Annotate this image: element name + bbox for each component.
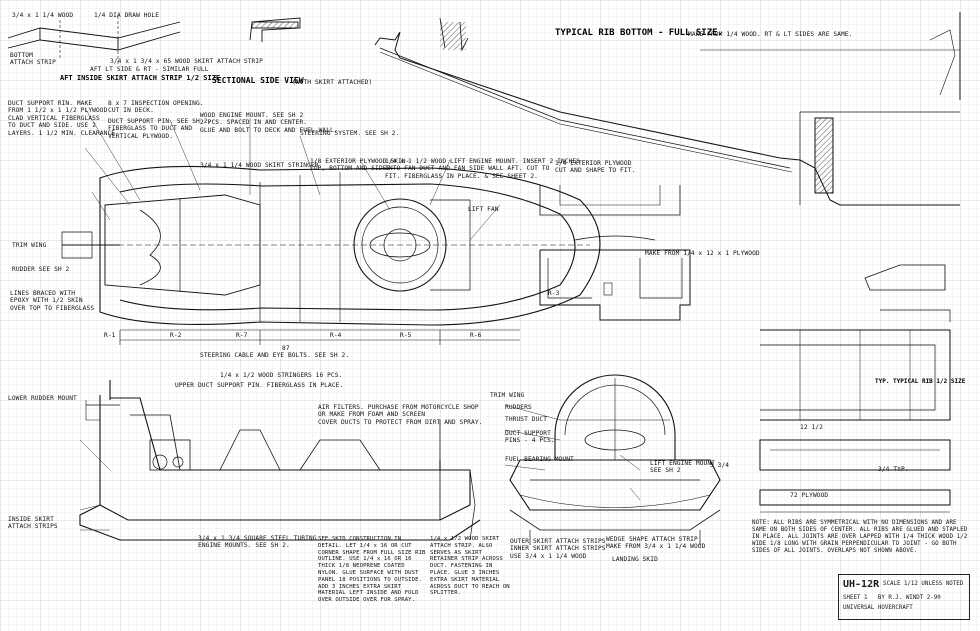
label-duct-fiberglass: LINES BRACED WITH EPOXY WITH 1/2 SKIN OV… (10, 290, 95, 312)
rib-elevation-right (759, 264, 951, 513)
rib-sections (539, 185, 691, 321)
label-duct-support-pin: DUCT SUPPORT PIN. SEE SH 2. FIBERGLASS T… (108, 118, 212, 140)
title-scale: SCALE 1/12 UNLESS NOTED (883, 581, 964, 587)
sectional-side-view-note: (WITH SKIRT ATTACHED) (292, 79, 373, 86)
front-view (509, 374, 721, 545)
label-rib-material: 1/4 EXTERIOR PLYWOOD CUT AND SHAPE TO FI… (555, 160, 636, 175)
title-company: UNIVERSAL HOVERCRAFT (843, 605, 913, 611)
sectional-side-view-heading: SECTIONAL SIDE VIEW (212, 76, 304, 85)
label-stringer-wood: 1/4 x 1/2 WOOD STRINGERS 16 PCS. (220, 372, 343, 379)
dim-r3: R-3 (548, 290, 560, 297)
dim-r2: R-2 (170, 332, 182, 339)
label-duct-support: DUCT SUPPORT RIN. MAKE FROM 1 1/2 x 1 1/… (8, 100, 116, 137)
label-steering-sys: STEERING SYSTEM. SEE SH 2. (300, 130, 400, 137)
label-skirt-attach-strip: 3/4 x 1 3/4 x 65 WOOD SKIRT ATTACH STRIP (110, 58, 264, 65)
typical-rib-heading: TYPICAL RIB BOTTOM - FULL SIZE. (555, 28, 723, 38)
label-ext-plywood: 1/8 EXTERIOR PLYWOOD SKIN- TOP, BOTTOM A… (310, 158, 410, 173)
label-lower-rudder: LOWER RUDDER MOUNT (8, 395, 77, 402)
dim-12: 12 1/2 (800, 424, 823, 431)
label-steering-cable: STEERING CABLE AND EYE BOLTS. SEE SH 2. (200, 352, 350, 359)
label-fuel-bearing: FUEL BEARING MOUNT (505, 456, 574, 463)
label-inspection-opening: 8 x 7 INSPECTION OPENING. CUT IN DECK. (108, 100, 204, 115)
label-inside-skirt: INSIDE SKIRT ATTACH STRIPS (8, 516, 58, 531)
label-top-left-wood: 3/4 x 1 1/4 WOOD (12, 12, 74, 19)
dim-typ: 3/4 TYP. (878, 466, 909, 473)
dim-r5: R-5 (400, 332, 412, 339)
label-rudders: RUDDERS (505, 404, 532, 411)
label-aft-lt-side: AFT LT SIDE & RT - SIMILAR FULL (90, 66, 209, 73)
dim-r7: R-7 (236, 332, 248, 339)
typical-rib-bottom-view (374, 12, 961, 206)
sectional-side-view (79, 380, 481, 541)
label-lift-engine-mount: 1/4 x 1 1/2 WOOD LIFT ENGINE MOUNT. INSE… (385, 158, 581, 180)
dim-52: 5 3/4 (710, 462, 730, 469)
label-trim-wing-2: TRIM WING (490, 392, 525, 399)
skirt-attach-strip-detail (7, 16, 181, 64)
skirt-strip-heading: AFT INSIDE SKIRT ATTACH STRIP 1/2 SIZE (60, 74, 221, 82)
dim-r4: R-4 (330, 332, 342, 339)
label-duct-support-pins: DUCT SUPPORT PINS - 4 PCS. (505, 430, 555, 445)
note-skid-construction: SEE SKID CONSTRUCTION IN DETAIL. LET 1/4… (318, 536, 426, 604)
title-model: UH-12R (843, 579, 880, 590)
title-block: UH-12R SCALE 1/12 UNLESS NOTED SHEET 1 B… (838, 574, 970, 620)
typical-rib-note: MAKE FROM 1/4 WOOD. RT & LT SIDES ARE SA… (688, 31, 853, 38)
label-upper-duct: UPPER DUCT SUPPORT PIN. FIBERGLASS IN PL… (175, 382, 344, 389)
label-wood-engine-mount: WOOD ENGINE MOUNT. SEE SH 2 2 PCS. SPACE… (200, 112, 338, 134)
label-thrust-duct: THRUST DUCT (505, 416, 548, 423)
label-landing-skid: LANDING SKID (612, 556, 658, 563)
label-outer-skirt: OUTER SKIRT ATTACH STRIPS INNER SKIRT AT… (510, 538, 606, 560)
label-skirt-stringer: 3/4 x 1 1/4 WOOD SKIRT STRINGER (200, 162, 319, 169)
label-lift-engine-mount-2: LIFT ENGINE MOUNT SEE SH 2 (650, 460, 716, 475)
dim-span-total: 72 PLYWOOD (790, 492, 829, 499)
leader-lines (79, 107, 641, 531)
label-draw-hole: 1/4 DIA DRAW HOLE (94, 12, 160, 19)
dim-87: 87 (282, 345, 290, 352)
note-general: NOTE: ALL RIBS ARE SYMMETRICAL WITH NO D… (752, 520, 968, 554)
label-bottom-attach: BOTTOM ATTACH STRIP (10, 52, 56, 67)
section-detail (249, 17, 301, 42)
label-trim-wing: TRIM WING (12, 242, 47, 249)
label-cowl-note: 3/4 x 1 3/4 SQUARE STEEL TUBING ENGINE M… (198, 535, 317, 550)
label-air-filters: AIR FILTERS. PURCHASE FROM MOTORCYCLE SH… (318, 404, 483, 426)
label-wedge-shape: WEDGE SHAPE ATTACH STRIP MAKE FROM 3/4 x… (606, 536, 706, 551)
note-fastening: 1/4 x 1/2 WOOD SKIRT ATTACH STRIP. ALSO … (430, 536, 510, 597)
dim-r1: R-1 (104, 332, 116, 339)
title-sheet: SHEET 1 BY R.J. WINDT 2-90 (843, 595, 941, 601)
label-make-from: MAKE FROM 1/4 x 12 x 1 PLYWOOD (645, 250, 760, 257)
typical-rib-small-heading: TYP. TYPICAL RIB 1/2 SIZE (875, 378, 966, 385)
dim-r6: R-6 (470, 332, 482, 339)
hull-plan-view (61, 165, 601, 345)
label-lift-fan: LIFT FAN (468, 206, 499, 213)
label-rudder: RUDDER SEE SH 2 (12, 266, 70, 273)
